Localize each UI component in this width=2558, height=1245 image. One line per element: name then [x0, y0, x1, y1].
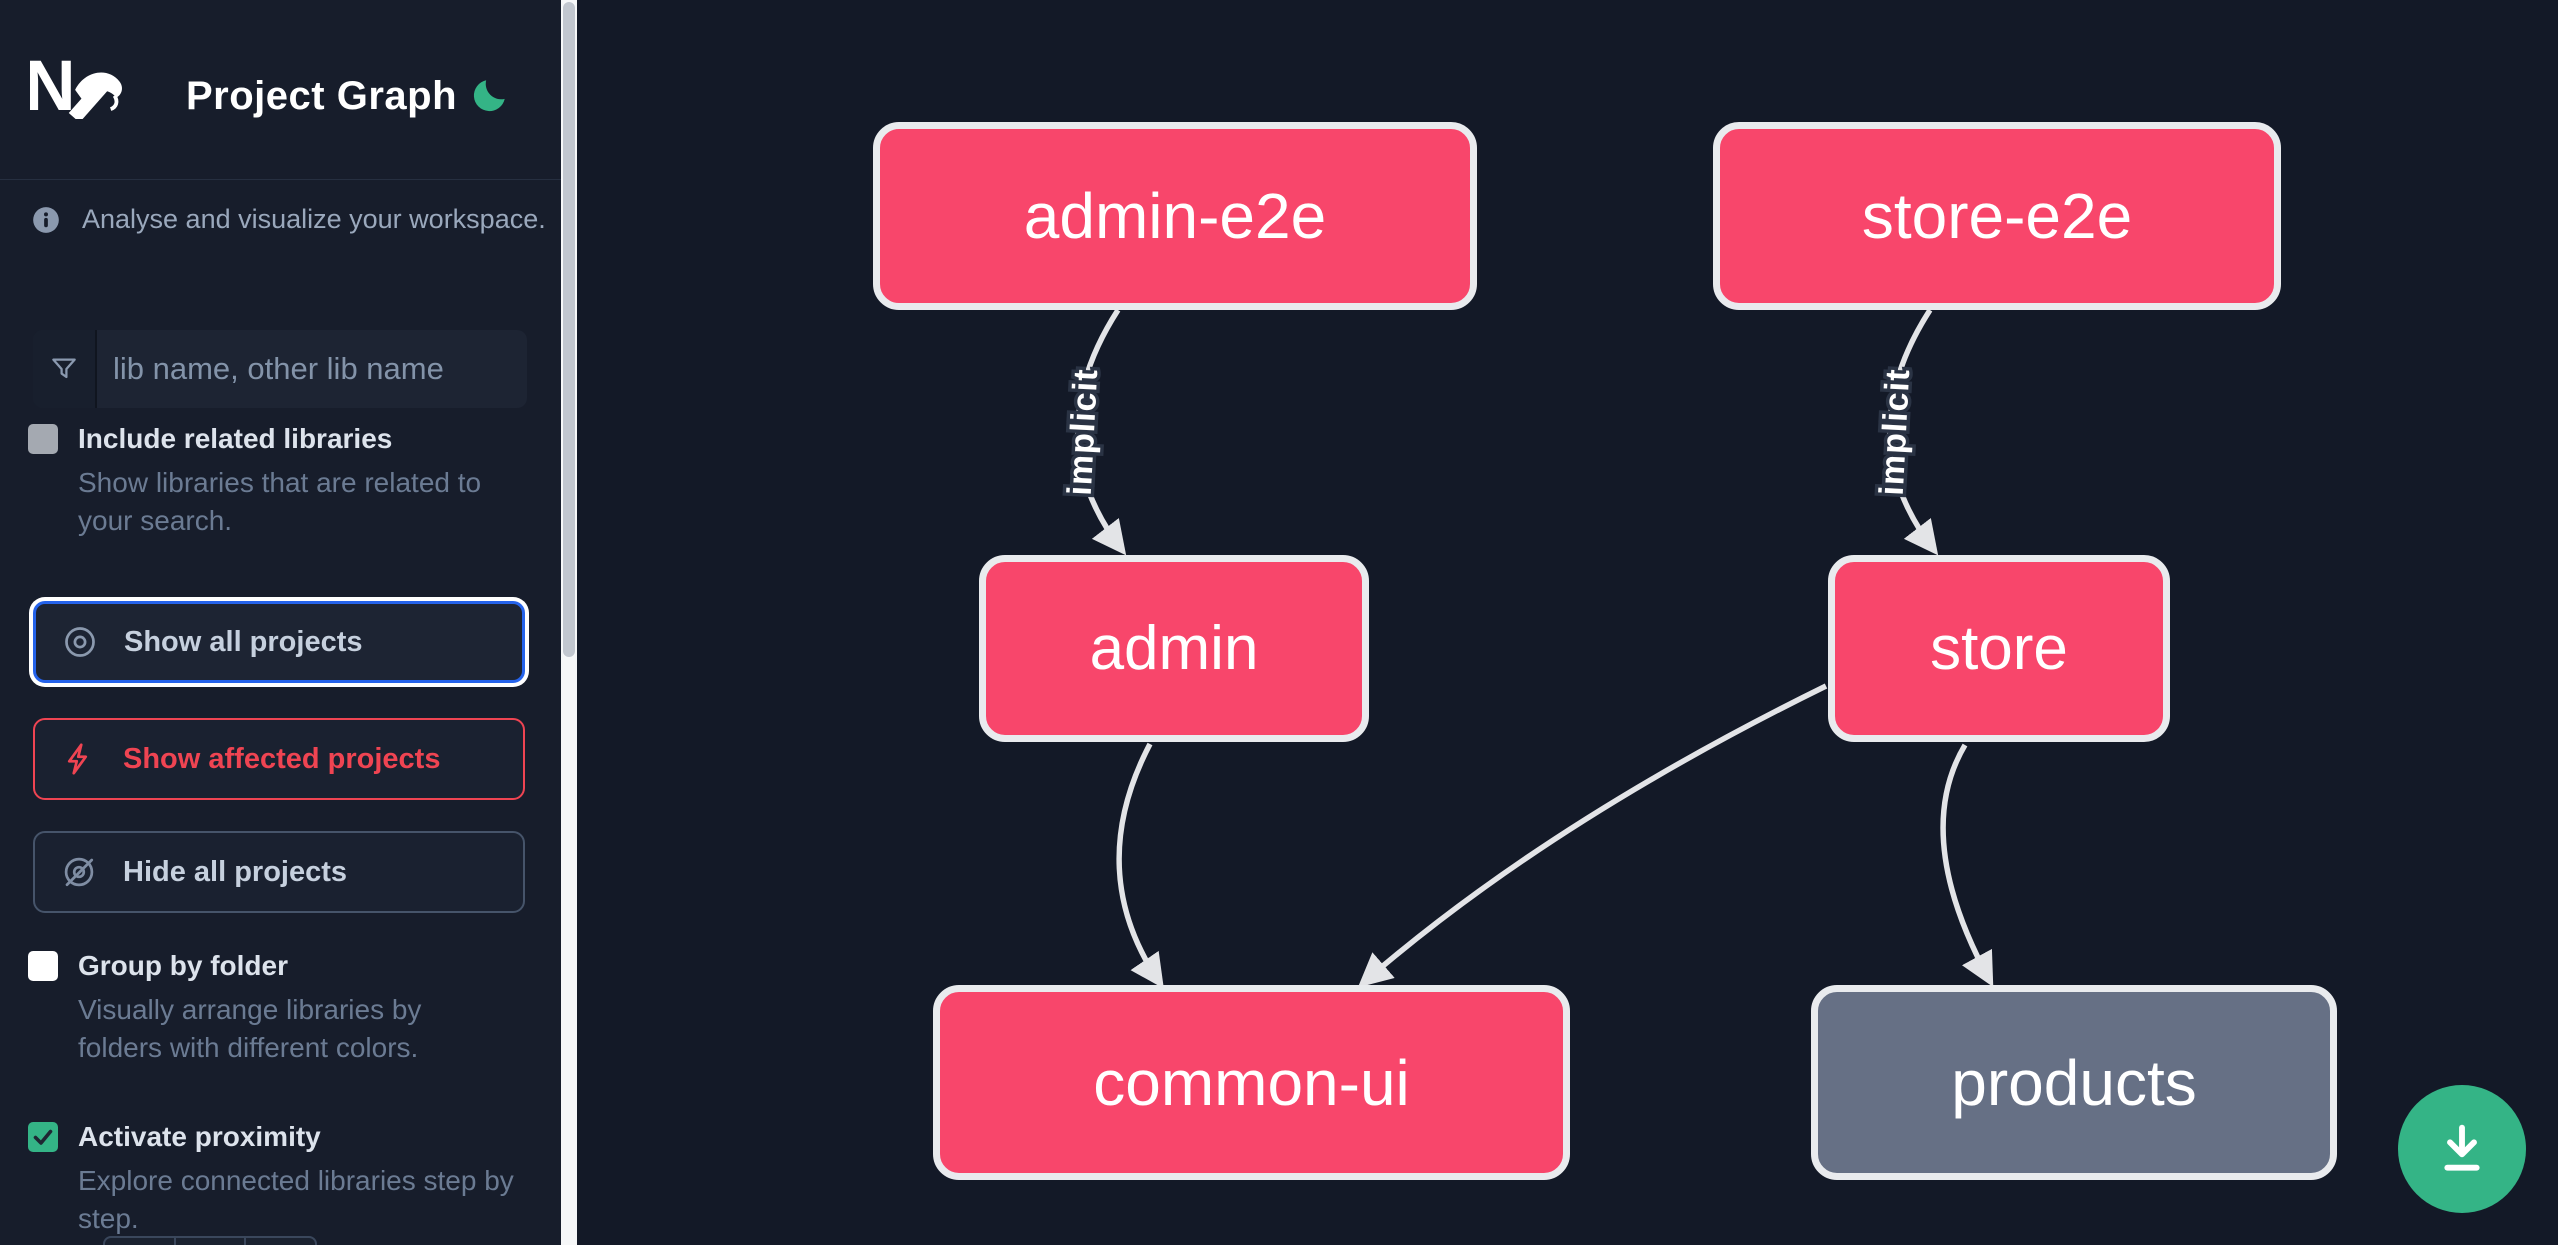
moon-icon[interactable]: [469, 74, 511, 116]
checkbox-group-by-folder[interactable]: [28, 951, 58, 981]
sidebar-header: N Project Graph: [0, 0, 561, 180]
toggle-description: Show libraries that are related to your …: [78, 467, 482, 536]
toggle-include-related: Include related libraries Show libraries…: [28, 422, 508, 540]
filter-funnel-icon: [33, 330, 97, 408]
sidebar-scrollbar-track: [561, 0, 577, 1245]
sidebar: N Project Graph Analyse and visualize yo…: [0, 0, 561, 1245]
toggle-group-by-folder: Group by folder Visually arrange librari…: [28, 949, 508, 1067]
download-button[interactable]: [2398, 1085, 2526, 1213]
toggle-activate-proximity: Activate proximity Explore connected lib…: [28, 1120, 514, 1238]
svg-text:N: N: [30, 55, 76, 119]
nx-logo: N: [30, 55, 123, 119]
workspace-info: Analyse and visualize your workspace.: [32, 204, 546, 235]
button-label: Hide all projects: [123, 855, 348, 888]
node-products[interactable]: products: [1811, 985, 2337, 1180]
checkbox-activate-proximity[interactable]: [28, 1122, 58, 1152]
toggle-label: Activate proximity: [78, 1121, 321, 1152]
info-text: Analyse and visualize your workspace.: [82, 204, 546, 234]
node-admin[interactable]: admin: [979, 555, 1369, 742]
node-store[interactable]: store: [1828, 555, 2170, 742]
toggle-label: Include related libraries: [78, 423, 393, 454]
show-affected-projects-button[interactable]: Show affected projects: [33, 718, 525, 800]
hide-all-projects-button[interactable]: Hide all projects: [33, 831, 525, 913]
node-admin-e2e[interactable]: admin-e2e: [873, 122, 1477, 310]
sidebar-scrollbar-thumb[interactable]: [563, 2, 575, 657]
eye-off-icon: [64, 857, 94, 887]
search-input[interactable]: [97, 330, 527, 408]
show-all-projects-button[interactable]: Show all projects: [33, 601, 525, 683]
check-icon: [33, 1129, 53, 1145]
download-icon: [2444, 1124, 2480, 1171]
page-title: Project Graph: [186, 74, 458, 118]
node-common-ui[interactable]: common-ui: [933, 985, 1570, 1180]
toggle-description: Visually arrange libraries by folders wi…: [78, 994, 422, 1063]
info-icon: [33, 206, 59, 233]
bolt-icon: [67, 743, 88, 775]
toggle-label: Group by folder: [78, 950, 288, 981]
button-label: Show affected projects: [123, 742, 441, 775]
toggle-description: Explore connected libraries step by step…: [78, 1165, 514, 1234]
checkbox-include-related[interactable]: [28, 424, 58, 454]
button-label: Show all projects: [124, 625, 363, 658]
filter-searchbox: [33, 330, 527, 408]
node-store-e2e[interactable]: store-e2e: [1713, 122, 2281, 310]
eye-icon: [65, 627, 95, 657]
proximity-stepper-partial[interactable]: [103, 1236, 317, 1245]
